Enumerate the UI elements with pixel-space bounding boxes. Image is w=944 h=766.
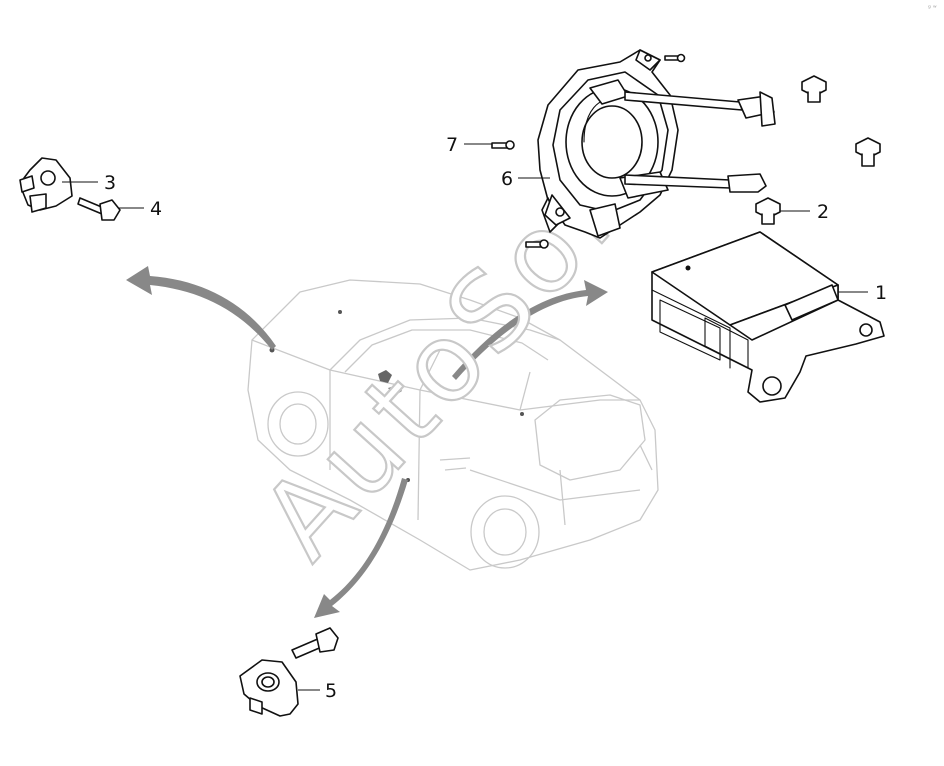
screw-7 xyxy=(491,140,515,150)
callout-7-label: 7 xyxy=(446,134,458,156)
vehicle-outline xyxy=(247,279,659,571)
callout-6: 6 xyxy=(501,168,550,190)
arrow-to-module-1 xyxy=(452,280,608,380)
arrow-to-sensor-5 xyxy=(314,478,408,618)
callout-5-label: 5 xyxy=(325,680,337,702)
arrow-to-sensor-3 xyxy=(126,266,276,350)
callout-2-label: 2 xyxy=(817,201,829,223)
corner-mark: ᵍ ʷ xyxy=(928,4,937,12)
screw-bottom xyxy=(525,239,549,249)
impact-sensor-3 xyxy=(19,157,73,213)
clock-spring xyxy=(537,49,776,239)
bolt-2 xyxy=(755,197,781,225)
srs-control-module xyxy=(651,231,885,403)
callout-4-label: 4 xyxy=(150,198,162,220)
callout-7: 7 xyxy=(446,134,492,156)
bolt-upper-right-b xyxy=(855,137,881,167)
screw-top xyxy=(664,53,686,63)
bolt-4 xyxy=(77,197,121,221)
callout-1-label: 1 xyxy=(875,282,887,304)
callout-1: 1 xyxy=(838,282,887,304)
impact-sensor-5 xyxy=(239,659,299,717)
callout-5: 5 xyxy=(298,680,337,702)
callout-6-label: 6 xyxy=(501,168,513,190)
bolt-upper-right-a xyxy=(801,75,827,103)
callout-4: 4 xyxy=(118,198,162,220)
callout-2: 2 xyxy=(780,201,829,223)
bolt-5 xyxy=(291,627,339,659)
callout-3-label: 3 xyxy=(104,172,116,194)
callout-3: 3 xyxy=(62,172,116,194)
